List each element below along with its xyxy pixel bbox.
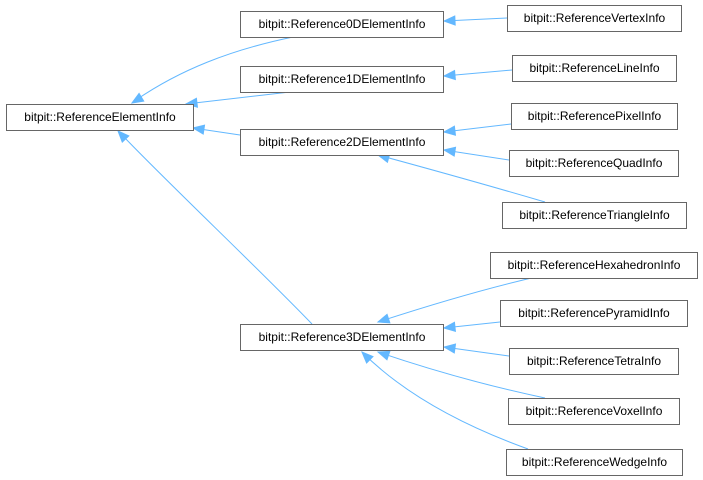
class-node-triangle[interactable]: bitpit::ReferenceTriangleInfo xyxy=(502,202,687,229)
class-node-box xyxy=(511,103,678,130)
edge-r2d-to-root xyxy=(191,124,241,136)
edge-wedge-to-r3d xyxy=(361,351,529,450)
class-node-label: bitpit::ReferenceWedgeInfo xyxy=(522,455,668,469)
edge-line-to-r1d xyxy=(442,69,513,81)
edge-line xyxy=(361,351,529,450)
class-node-label: bitpit::ReferencePyramidInfo xyxy=(518,306,670,320)
edge-line xyxy=(377,275,541,323)
class-node-box xyxy=(508,398,680,425)
edge-arrowhead xyxy=(442,15,456,26)
edge-hexa-to-r3d xyxy=(376,275,541,324)
edge-arrowhead xyxy=(117,130,130,143)
class-node-voxel[interactable]: bitpit::ReferenceVoxelInfo xyxy=(508,398,680,425)
class-node-wedge[interactable]: bitpit::ReferenceWedgeInfo xyxy=(506,449,683,476)
edge-quad-to-r2d xyxy=(442,146,510,161)
class-node-pyramid[interactable]: bitpit::ReferencePyramidInfo xyxy=(500,300,688,327)
class-node-label: bitpit::ReferenceHexahedronInfo xyxy=(508,258,681,272)
class-node-box xyxy=(500,300,688,327)
edge-line xyxy=(123,136,313,325)
class-node-tetra[interactable]: bitpit::ReferenceTetraInfo xyxy=(509,348,679,375)
class-node-label: bitpit::ReferencePixelInfo xyxy=(528,109,662,123)
edge-voxel-to-r3d xyxy=(376,350,546,399)
class-node-label: bitpit::ReferenceLineInfo xyxy=(529,61,659,75)
class-node-label: bitpit::ReferenceTriangleInfo xyxy=(519,208,670,222)
edge-arrowhead xyxy=(442,321,456,332)
class-node-label: bitpit::Reference0DElementInfo xyxy=(259,17,426,31)
class-node-label: bitpit::ReferenceVoxelInfo xyxy=(526,404,663,418)
class-node-box xyxy=(240,129,444,156)
class-node-r2d[interactable]: bitpit::Reference2DElementInfo xyxy=(240,129,444,156)
class-node-vertex[interactable]: bitpit::ReferenceVertexInfo xyxy=(507,5,682,32)
nodes-layer: bitpit::ReferenceElementInfobitpit::Refe… xyxy=(6,5,698,476)
class-node-label: bitpit::ReferenceQuadInfo xyxy=(526,156,663,170)
class-node-label: bitpit::ReferenceTetraInfo xyxy=(527,354,661,368)
class-node-box xyxy=(6,104,194,131)
class-node-r1d[interactable]: bitpit::Reference1DElementInfo xyxy=(240,66,444,93)
edge-arrowhead xyxy=(361,351,374,364)
class-node-box xyxy=(502,202,687,229)
edges-layer xyxy=(117,15,546,450)
class-node-root[interactable]: bitpit::ReferenceElementInfo xyxy=(6,104,194,131)
class-node-box xyxy=(240,11,444,38)
class-node-r0d[interactable]: bitpit::Reference0DElementInfo xyxy=(240,11,444,38)
class-node-box xyxy=(507,5,682,32)
class-node-box xyxy=(506,449,683,476)
edge-line xyxy=(377,154,546,203)
edge-tetra-to-r3d xyxy=(442,343,510,357)
edge-line xyxy=(377,351,546,399)
edge-pixel-to-r2d xyxy=(442,123,512,136)
edge-r0d-to-root xyxy=(130,36,294,104)
edge-arrowhead xyxy=(376,350,391,361)
edge-r1d-to-root xyxy=(184,91,291,108)
class-node-box xyxy=(509,150,679,177)
edge-vertex-to-r0d xyxy=(442,15,508,26)
class-node-line[interactable]: bitpit::ReferenceLineInfo xyxy=(512,55,677,82)
edge-r3d-to-root xyxy=(117,130,313,325)
class-node-label: bitpit::ReferenceElementInfo xyxy=(24,110,176,124)
edge-arrowhead xyxy=(442,69,456,81)
edge-arrowhead xyxy=(442,146,457,157)
class-node-quad[interactable]: bitpit::ReferenceQuadInfo xyxy=(509,150,679,177)
class-node-label: bitpit::Reference3DElementInfo xyxy=(259,330,426,344)
class-node-box xyxy=(240,324,444,351)
class-node-label: bitpit::Reference1DElementInfo xyxy=(259,72,426,86)
class-node-r3d[interactable]: bitpit::Reference3DElementInfo xyxy=(240,324,444,351)
class-node-box xyxy=(509,348,679,375)
edge-arrowhead xyxy=(130,92,145,104)
class-node-box xyxy=(512,55,677,82)
class-node-label: bitpit::ReferenceVertexInfo xyxy=(524,11,666,25)
class-node-pixel[interactable]: bitpit::ReferencePixelInfo xyxy=(511,103,678,130)
class-node-hexa[interactable]: bitpit::ReferenceHexahedronInfo xyxy=(490,252,698,279)
edge-arrowhead xyxy=(376,313,391,324)
edge-pyramid-to-r3d xyxy=(442,321,501,332)
class-node-box xyxy=(240,66,444,93)
edge-line xyxy=(135,36,294,101)
edge-line xyxy=(185,91,291,105)
class-node-box xyxy=(490,252,698,279)
edge-arrowhead xyxy=(442,125,457,136)
edge-arrowhead xyxy=(191,124,206,135)
edge-arrowhead xyxy=(442,343,457,354)
class-node-label: bitpit::Reference2DElementInfo xyxy=(259,135,426,149)
